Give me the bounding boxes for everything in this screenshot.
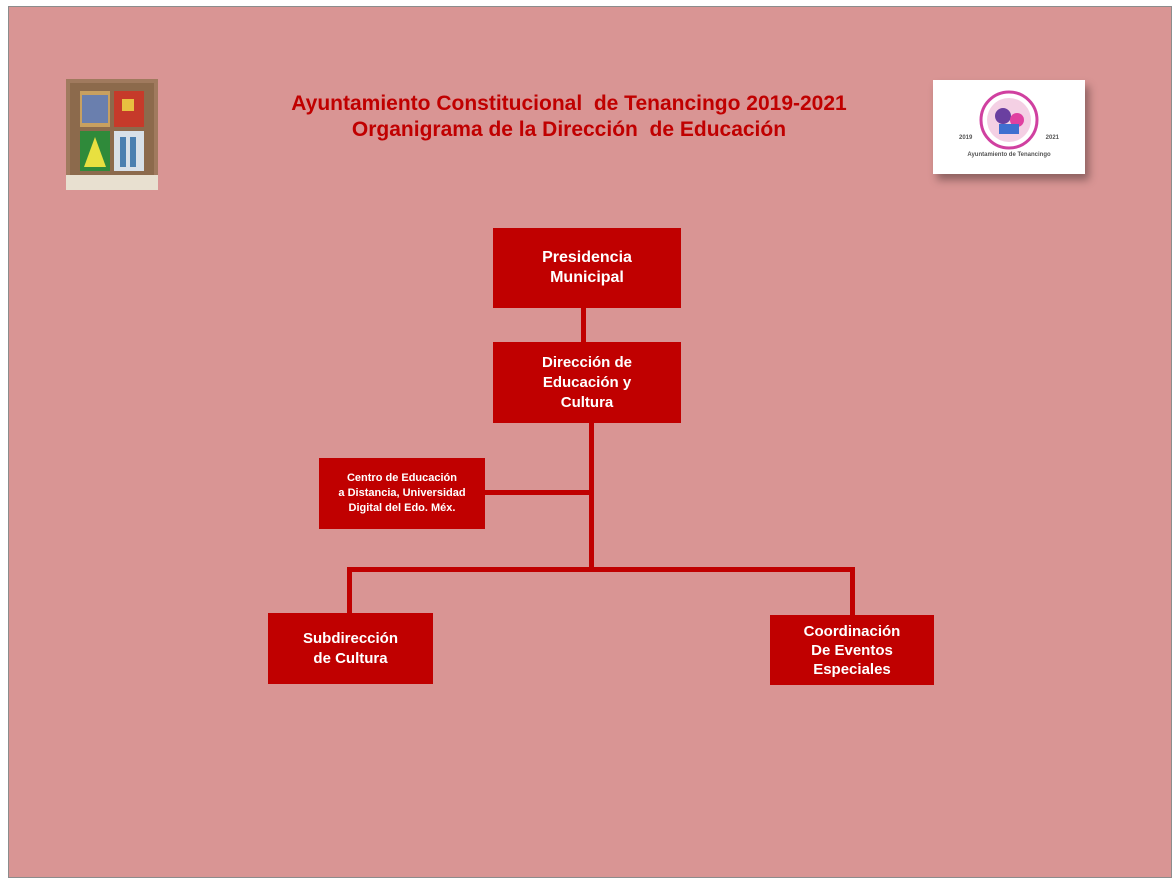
- page-title: Ayuntamiento Constitucional de Tenancing…: [189, 91, 949, 143]
- title-line-1: Ayuntamiento Constitucional de Tenancing…: [291, 92, 847, 115]
- municipal-crest-icon: [66, 79, 158, 190]
- connector-coordinacion-drop: [850, 567, 855, 617]
- box-centro-label: Centro de Educación a Distancia, Univers…: [338, 472, 466, 514]
- connector-subdireccion-drop: [347, 567, 352, 615]
- administration-logo: 2019 2021 Ayuntamiento de Tenancingo: [933, 80, 1085, 174]
- logo-year-start: 2019: [959, 135, 973, 141]
- box-presidencia-municipal: Presidencia Municipal: [493, 228, 681, 308]
- box-presidencia-label: Presidencia Municipal: [542, 249, 632, 286]
- box-subdireccion-label: Subdirección de Cultura: [302, 629, 399, 667]
- connector-centro-branch: [483, 490, 593, 495]
- logo-year-end: 2021: [1045, 135, 1059, 141]
- box-direccion-label: Dirección de Educación y Cultura: [541, 353, 633, 411]
- box-direccion-educacion: Dirección de Educación y Cultura: [493, 342, 681, 423]
- connector-bottom-bar: [347, 567, 855, 572]
- box-coordinacion-label: Coordinación De Eventos Especiales: [803, 622, 901, 678]
- administration-emblem-icon: [979, 90, 1039, 150]
- slide: Ayuntamiento Constitucional de Tenancing…: [8, 6, 1172, 878]
- box-subdireccion-cultura: Subdirección de Cultura: [268, 613, 433, 684]
- box-coordinacion-eventos: Coordinación De Eventos Especiales: [770, 615, 934, 685]
- connector-presidencia-direccion: [581, 307, 586, 343]
- box-centro-educacion-distancia: Centro de Educación a Distancia, Univers…: [319, 458, 485, 529]
- title-line-2: Organigrama de la Dirección de Educación: [351, 118, 787, 141]
- logo-caption: Ayuntamiento de Tenancingo: [967, 152, 1051, 158]
- connector-direccion-trunk: [589, 422, 594, 570]
